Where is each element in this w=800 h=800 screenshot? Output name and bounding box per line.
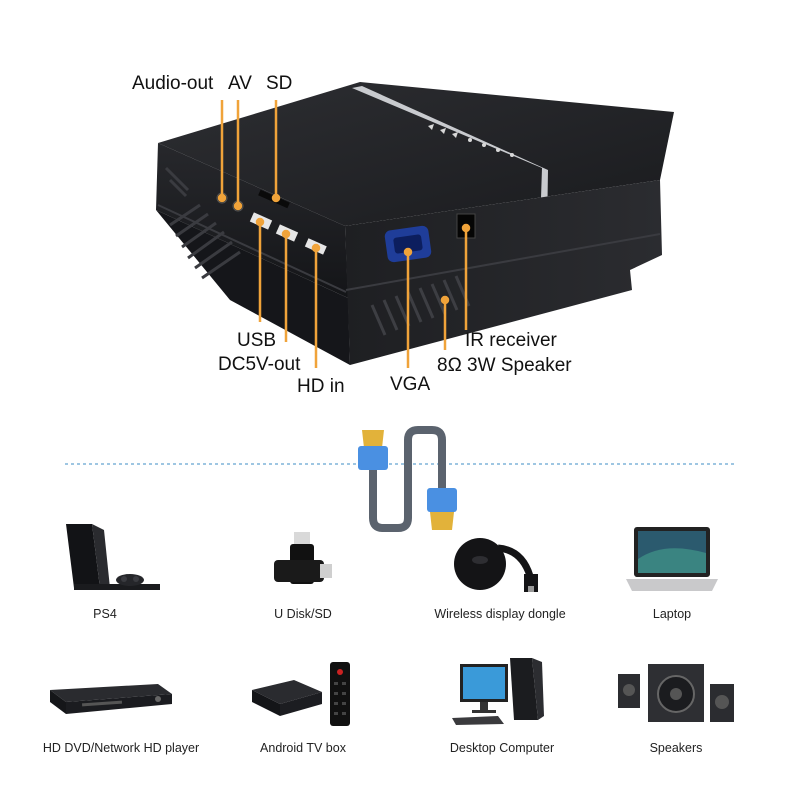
vga-port — [384, 225, 432, 263]
top-button-marks — [428, 124, 514, 157]
laptop-image — [626, 527, 718, 591]
label-desktop: Desktop Computer — [449, 741, 555, 755]
label-av: AV — [228, 73, 252, 94]
hdmi-connector-bottom — [427, 488, 457, 530]
label-ps4: PS4 — [93, 607, 117, 621]
label-speakers: Speakers — [649, 741, 703, 755]
desktop-computer-image — [452, 658, 544, 725]
android-tv-box-image — [252, 662, 350, 726]
label-dvd: HD DVD/Network HD player — [42, 741, 200, 755]
label-tv-box: Android TV box — [260, 741, 346, 755]
label-laptop: Laptop — [652, 607, 692, 621]
ps4-console-image — [66, 524, 160, 590]
label-speaker: 8Ω 3W Speaker — [437, 355, 572, 376]
speakers-image — [618, 664, 734, 722]
label-sd: SD — [266, 73, 293, 94]
dvd-player-image — [50, 684, 172, 714]
hdmi-cable-illustration — [65, 426, 735, 532]
label-u-disk: U Disk/SD — [274, 607, 332, 621]
label-vga: VGA — [390, 374, 431, 395]
front-vent-grille — [164, 166, 241, 280]
label-dongle: Wireless display dongle — [434, 607, 566, 621]
label-audio-out: Audio-out — [132, 73, 214, 94]
wireless-dongle-image — [454, 538, 538, 592]
label-hd-in: HD in — [297, 376, 345, 397]
projector-illustration — [156, 82, 674, 368]
hdmi-connector-top — [358, 430, 388, 470]
label-ir-receiver: IR receiver — [465, 330, 557, 351]
usb-flash-drive-image — [274, 532, 332, 584]
label-usb: USB — [237, 330, 277, 351]
label-dc5v-out: DC5V-out — [218, 354, 301, 375]
projector-front-lower — [156, 210, 350, 365]
